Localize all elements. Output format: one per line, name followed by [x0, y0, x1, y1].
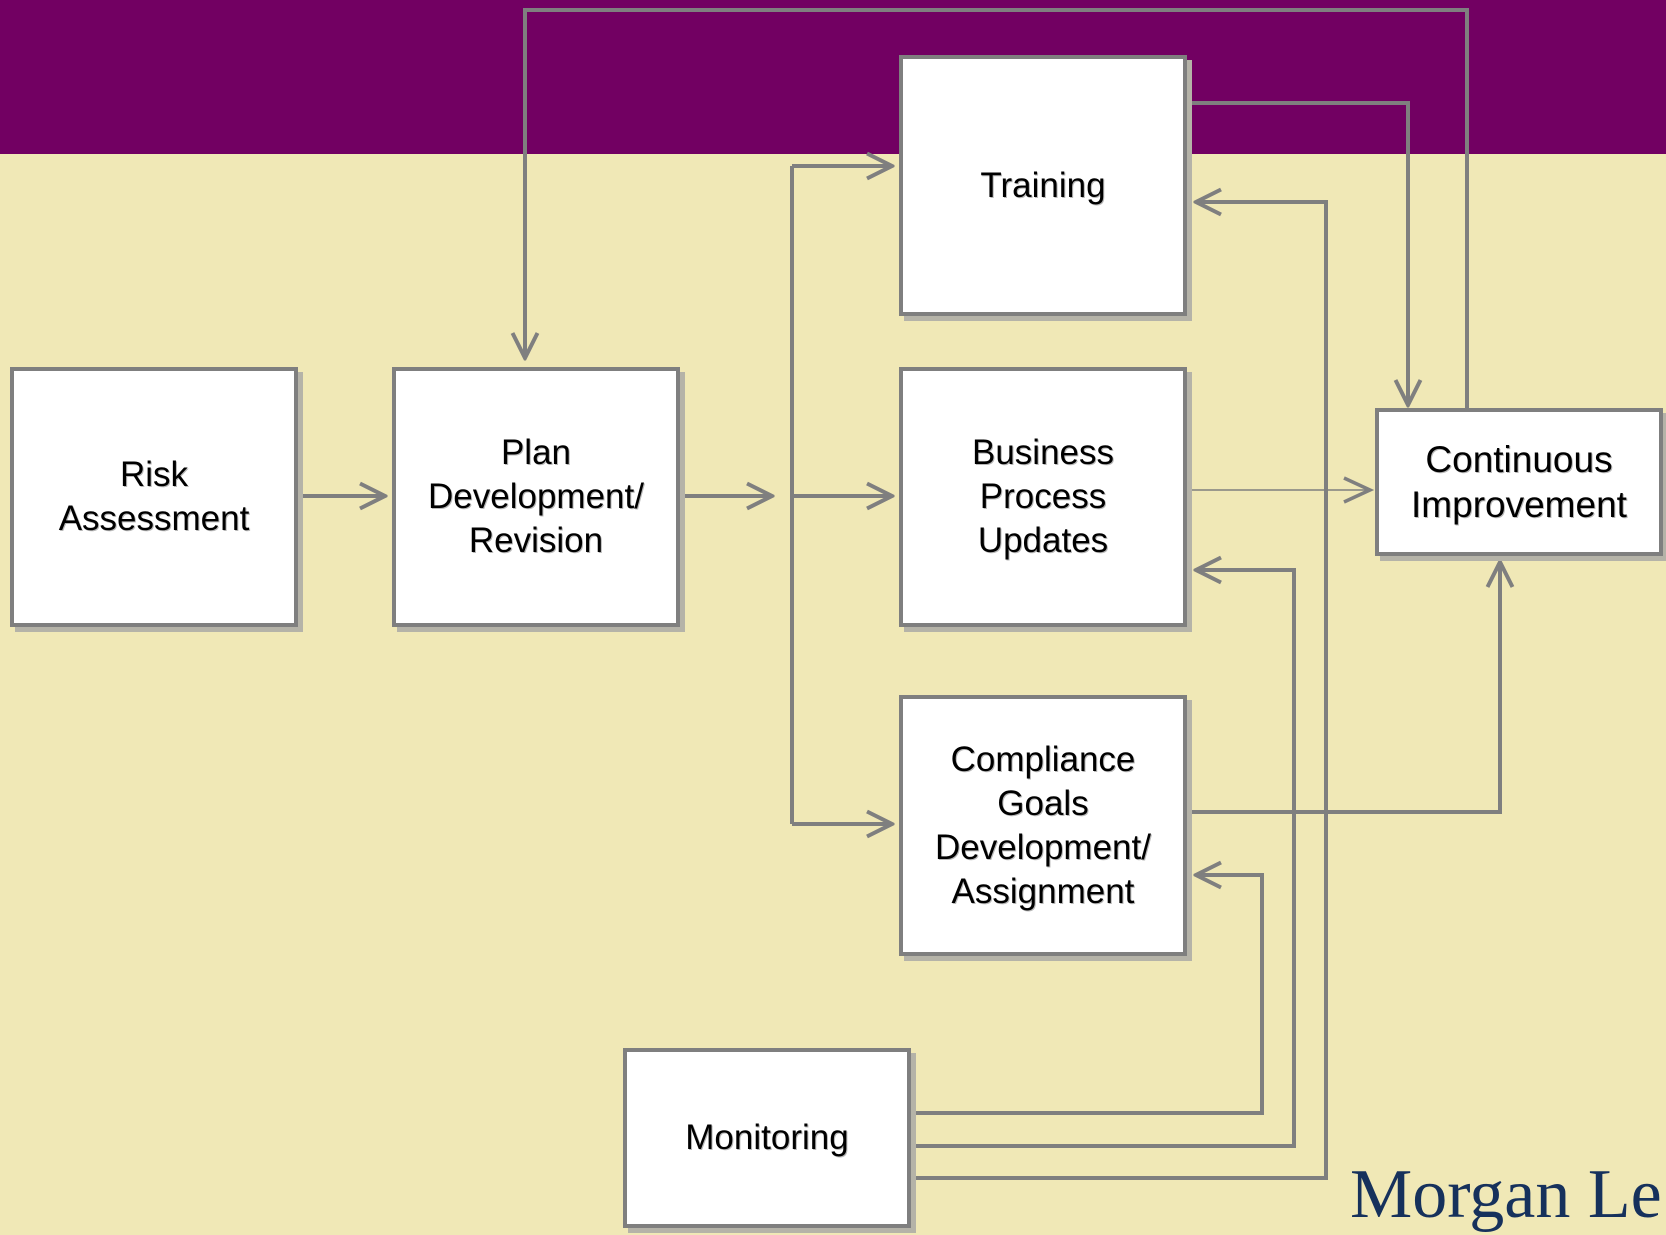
node-plan-development-revision: Plan Development/ Revision — [392, 367, 680, 627]
node-business-process-updates-label: Business Process Updates — [971, 433, 1115, 560]
node-training-label: Training — [980, 165, 1106, 205]
node-monitoring-label: Monitoring — [685, 1118, 849, 1157]
edge-training-to-continuous — [1189, 101, 1408, 405]
edge-business-to-continuous-arrowhead — [1343, 476, 1375, 504]
edge-monitoring-to-training — [913, 202, 1328, 1180]
node-continuous-improvement-label: Continuous Improvement — [1411, 439, 1627, 525]
node-continuous-improvement: Continuous Improvement — [1375, 408, 1663, 556]
node-compliance-goals: Compliance Goals Development/ Assignment — [899, 695, 1187, 956]
node-training: Training — [899, 55, 1187, 316]
node-monitoring: Monitoring — [623, 1048, 911, 1228]
node-risk-assessment: Risk Assessment — [10, 367, 298, 627]
node-risk-assessment-label: Risk Assessment — [58, 455, 250, 538]
header-band — [0, 0, 1666, 154]
edge-continuous-to-plan — [525, 8, 1469, 408]
edge-monitoring-to-compliance — [913, 875, 1264, 1115]
edge-monitoring-to-business — [913, 570, 1296, 1148]
edge-compliance-to-continuous — [1189, 562, 1500, 814]
brand-logo: Morgan Le — [1350, 1156, 1662, 1233]
node-business-process-updates: Business Process Updates — [899, 367, 1187, 627]
node-compliance-goals-label: Compliance Goals Development/ Assignment — [935, 739, 1151, 911]
node-plan-development-revision-label: Plan Development/ Revision — [428, 433, 644, 560]
